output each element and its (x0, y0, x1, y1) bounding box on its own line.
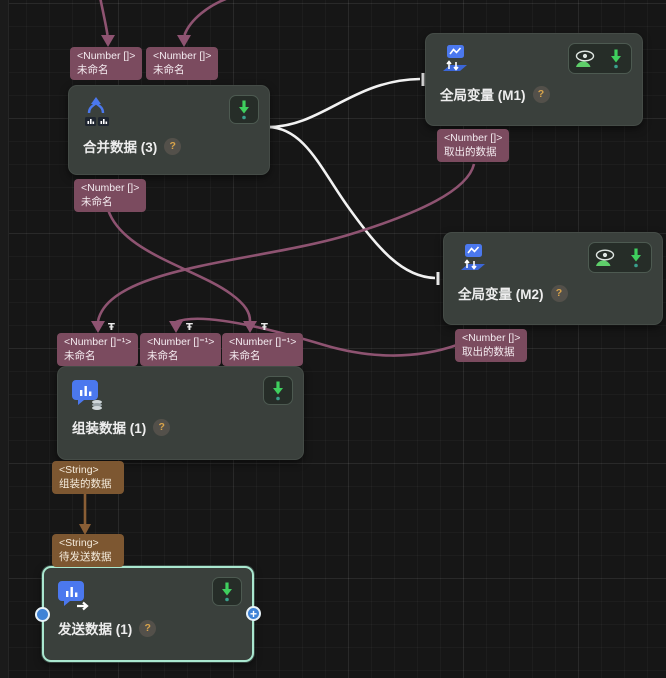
port-merge-in-1[interactable]: <Number []> 未命名 (70, 47, 143, 80)
port-merge-out[interactable]: <Number []> 未命名 (74, 179, 147, 212)
download-result-button[interactable] (622, 244, 649, 271)
port-type: <Number []> (81, 182, 140, 194)
port-m1-out[interactable]: <Number []> 取出的数据 (437, 129, 510, 162)
help-badge[interactable]: ? (532, 85, 550, 103)
port-assemble-in-2[interactable]: <Number []⁼¹> 未命名 (140, 333, 222, 366)
port-send-in[interactable]: <String> 待发送数据 (52, 534, 124, 567)
port-type: <Number []> (77, 50, 136, 62)
port-name: 取出的数据 (462, 346, 515, 358)
port-name: 未命名 (77, 64, 109, 76)
port-merge-in-2[interactable]: <Number []> 未命名 (146, 47, 219, 80)
node-assemble-data[interactable]: 组装数据 (1) ? (57, 366, 304, 460)
download-result-button[interactable] (263, 376, 293, 405)
download-result-button[interactable] (602, 45, 629, 72)
node-title: 全局变量 (M1) (440, 88, 526, 103)
help-badge[interactable]: ? (139, 619, 157, 637)
port-type: <String> (59, 537, 99, 549)
help-badge[interactable]: ? (153, 418, 171, 436)
help-badge[interactable]: ? (164, 137, 182, 155)
port-name: 组装的数据 (59, 478, 112, 490)
port-type: <Number []> (462, 332, 521, 344)
download-icon (239, 100, 249, 119)
port-name: 未命名 (229, 350, 261, 362)
port-name: 未命名 (64, 350, 96, 362)
node-merge-data[interactable]: 合并数据 (3) ? (68, 85, 270, 175)
port-type: <Number []⁼¹> (229, 336, 297, 348)
port-name: 未命名 (153, 64, 185, 76)
node-title: 合并数据 (3) (83, 140, 158, 155)
port-type: <Number []> (444, 132, 503, 144)
node-title: 全局变量 (M2) (458, 287, 544, 302)
node-action-group (588, 242, 652, 273)
preview-eye-button[interactable] (571, 45, 598, 72)
port-name: 未命名 (81, 196, 113, 208)
download-icon (273, 381, 283, 400)
canvas-edge (0, 0, 9, 678)
global-variable-icon (439, 44, 471, 76)
port-pin-marker: Ŧ (186, 322, 193, 333)
node-add-connection-handle[interactable]: + (246, 606, 261, 621)
port-type: <Number []> (153, 50, 212, 62)
port-assemble-in-3[interactable]: <Number []⁼¹> 未命名 (222, 333, 304, 366)
preview-eye-button[interactable] (591, 244, 618, 271)
download-icon (222, 582, 232, 601)
port-assemble-in-1[interactable]: <Number []⁼¹> 未命名 (57, 333, 139, 366)
send-data-icon (57, 578, 89, 611)
port-assemble-out[interactable]: <String> 组装的数据 (52, 461, 124, 494)
download-icon (610, 49, 621, 68)
port-pin-marker: Ŧ (261, 322, 268, 333)
port-name: 待发送数据 (59, 551, 112, 563)
port-name: 取出的数据 (444, 146, 497, 158)
node-global-var-m1[interactable]: 全局变量 (M1) ? (425, 33, 643, 126)
global-variable-icon (457, 243, 489, 275)
node-send-data[interactable]: 发送数据 (1) ? + (35, 566, 261, 662)
merge-icon (82, 96, 114, 128)
download-result-button[interactable] (229, 95, 259, 124)
port-type: <Number []⁼¹> (64, 336, 132, 348)
node-action-group (568, 43, 632, 74)
assemble-data-icon (71, 377, 103, 410)
node-global-var-m2[interactable]: 全局变量 (M2) ? (443, 232, 663, 325)
port-m2-out[interactable]: <Number []> 取出的数据 (455, 329, 528, 362)
node-title: 组装数据 (1) (72, 421, 147, 436)
port-pin-marker: Ŧ (108, 322, 115, 333)
download-icon (630, 248, 641, 267)
port-type: <String> (59, 464, 99, 476)
port-type: <Number []⁼¹> (147, 336, 215, 348)
download-result-button[interactable] (212, 577, 242, 606)
node-left-handle[interactable] (35, 607, 50, 622)
port-name: 未命名 (147, 350, 179, 362)
node-title: 发送数据 (1) (58, 622, 133, 637)
help-badge[interactable]: ? (550, 284, 568, 302)
